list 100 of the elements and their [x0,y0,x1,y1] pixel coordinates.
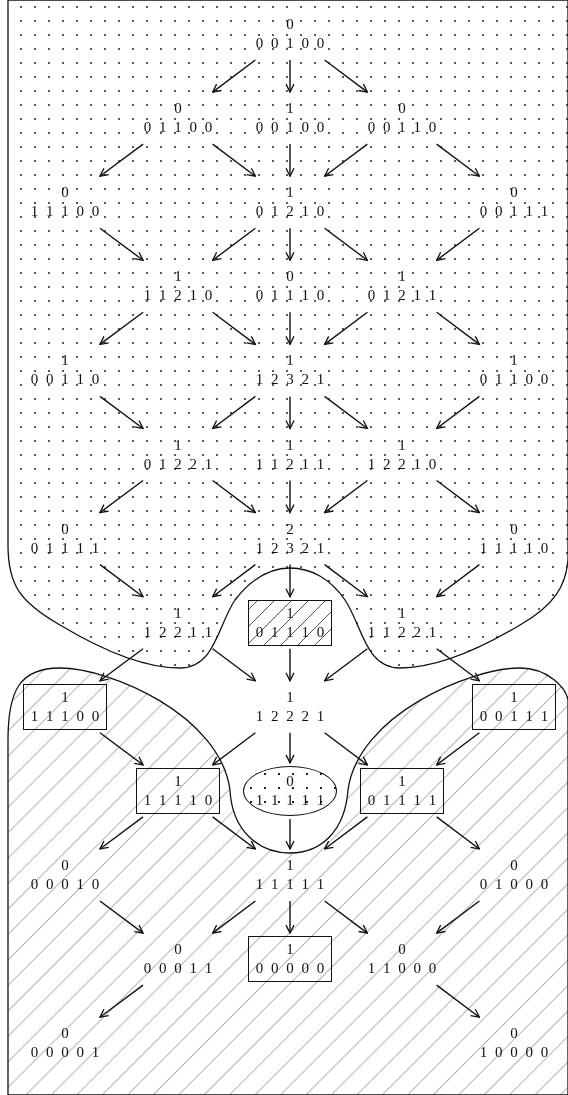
framed-node [136,767,220,814]
arrow [99,143,144,177]
vector-label: 1 1 1 1 0 [478,538,550,558]
arrow [323,395,369,430]
top-entry-label: 1 [173,267,183,287]
arrow [323,479,369,514]
vector-label: 0 0 0 0 0 [254,959,326,979]
arrow [211,648,257,682]
arrow [285,648,295,682]
top-entry-label: 1 [285,856,295,875]
arrow [211,227,257,261]
arrow [99,900,144,934]
vector-label: 0 1 0 0 0 [478,875,550,894]
top-entry-label: 1 [173,435,183,455]
top-entry-label: 0 [397,940,407,960]
vector-label: 0 1 1 0 0 [142,118,214,138]
vector-label: 1 1 1 1 1 [254,875,326,894]
vector-label: 1 0 0 0 0 [478,1043,550,1063]
top-entry-label: 0 [60,1024,70,1044]
arrow [211,563,257,598]
vector-label: 0 0 1 0 0 [254,118,326,138]
arrow [285,59,295,93]
top-entry-label: 0 [509,856,519,875]
framed-node [360,767,444,814]
framed-node [248,936,332,983]
arrow [99,648,144,682]
vector-label: 0 0 0 0 1 [29,1043,101,1063]
framed-node [23,683,107,730]
top-entry-label: 1 [60,687,70,707]
top-entry-label: 0 [60,519,70,539]
top-entry-label: 1 [397,267,407,287]
arrow [99,563,144,598]
top-entry-label: 0 [397,99,407,119]
vector-label: 0 1 2 1 0 [254,202,326,222]
vector-label: 1 1 2 2 1 [366,622,438,642]
arrow [435,563,481,598]
arrow [323,648,369,682]
arrow [285,227,295,261]
arrow [99,816,144,850]
vector-label: 1 2 2 2 1 [254,706,326,726]
top-entry-label: 1 [285,603,295,623]
top-entry-label: 0 [509,519,519,539]
arrow [435,143,481,177]
vector-label: 1 1 2 1 0 [142,286,214,306]
top-entry-label: 1 [397,771,407,791]
top-entry-label: 1 [285,687,295,707]
arrow [435,732,481,766]
arrow [323,900,369,934]
arrow [99,732,144,766]
top-entry-label: 0 [60,183,70,203]
framed-node [472,683,556,730]
arrow [211,732,257,766]
vector-label: 0 1 1 1 1 [366,790,438,810]
vector-label: 0 0 1 1 0 [29,370,101,390]
arrow [323,227,369,261]
vector-label: 1 1 2 1 1 [254,454,326,474]
arrow [323,732,369,766]
top-entry-label: 0 [60,856,70,875]
arrow [211,311,257,346]
arrow [285,479,295,514]
arrow [99,227,144,261]
arrow [323,311,369,346]
top-entry-label: 0 [173,99,183,119]
vector-label: 1 2 2 1 0 [366,454,438,474]
arrow [323,816,369,850]
top-entry-label: 1 [285,435,295,455]
vector-label: 0 0 1 1 1 [478,706,550,726]
top-entry-label: 1 [397,435,407,455]
arrow [211,816,257,850]
vector-label: 0 0 0 1 0 [29,875,101,894]
arrow [211,395,257,430]
top-entry-label: 0 [285,771,295,791]
arrow [435,816,481,850]
vector-label: 0 1 1 1 0 [254,286,326,306]
vector-label: 0 1 1 0 0 [478,370,550,390]
vector-label: 0 0 1 1 1 [478,202,550,222]
arrow [323,59,369,93]
top-entry-label: 1 [509,687,519,707]
arrow [99,479,144,514]
arrow [285,900,295,934]
vector-label: 0 1 2 1 1 [366,286,438,306]
arrow [285,732,295,764]
arrow [435,227,481,261]
framed-node [248,599,332,646]
arrow [99,395,144,430]
arrow [323,143,369,177]
vector-label: 1 2 3 2 1 [254,370,326,390]
arrow [435,479,481,514]
vector-label: 1 2 2 1 1 [142,622,214,642]
vector-label: 0 0 1 0 0 [254,34,326,53]
vector-label: 0 0 1 1 0 [366,118,438,138]
top-entry-label: 1 [397,603,407,623]
arrow [99,984,144,1018]
arrow [435,395,481,430]
top-entry-label: 0 [173,940,183,960]
top-entry-label: 2 [285,519,295,539]
arrow [211,900,257,934]
arrow [211,59,257,93]
arrow [435,648,481,682]
top-entry-label: 1 [285,940,295,960]
